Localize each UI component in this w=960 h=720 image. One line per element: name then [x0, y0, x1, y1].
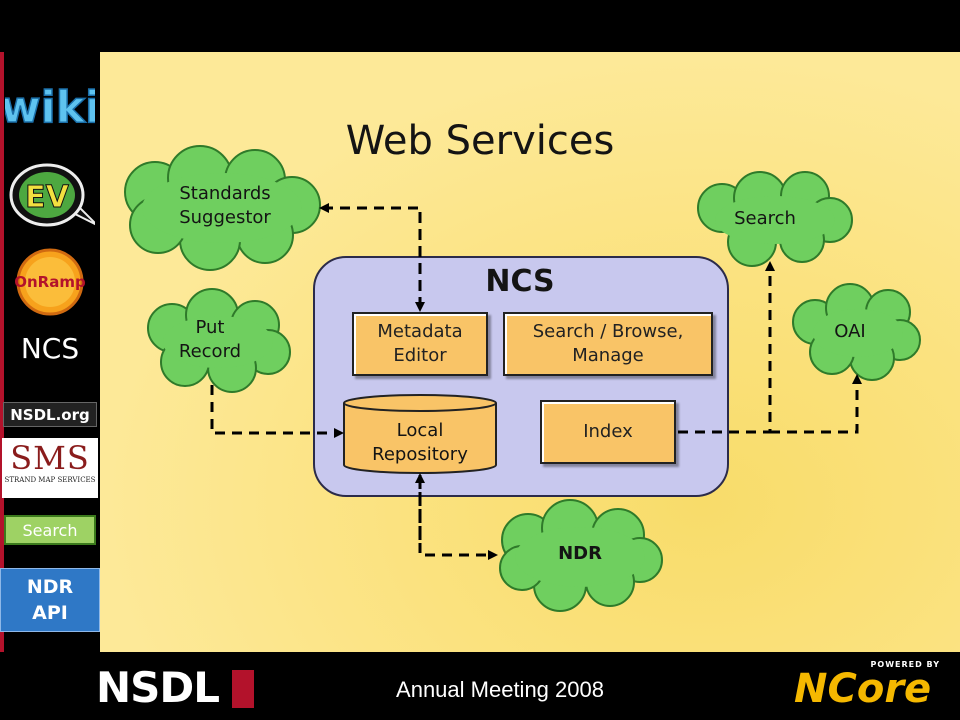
standards-label-line1: Standards — [179, 183, 271, 204]
sms-logo: SMS STRAND MAP SERVICES — [2, 438, 98, 498]
sidebar-item-nsdl-org[interactable]: NSDL.org — [0, 396, 100, 432]
nsdl-org-logo: NSDL.org — [3, 401, 97, 427]
nsdl-org-text: NSDL.org — [10, 405, 90, 424]
ncore-logo-text: NCore — [794, 666, 932, 712]
ev-logo: EV — [9, 163, 95, 227]
search-browse-line1: Search / Browse, — [532, 321, 684, 342]
sms-logo-text: SMS — [10, 439, 90, 477]
bottom-bar — [0, 652, 960, 720]
ncore-logo: POWERED BY NCore — [794, 660, 944, 716]
sidebar-item-onramp[interactable]: OnRamp — [0, 242, 100, 322]
nsdl-logo-red-block — [232, 670, 254, 708]
ncore-powered-by-text: POWERED BY — [870, 660, 940, 669]
local-repository-line2: Repository — [372, 444, 468, 465]
footer-text: Annual Meeting 2008 — [396, 677, 604, 702]
standards-label-line2: Suggestor — [179, 207, 271, 228]
wiki-logo-text: wiki — [5, 82, 95, 133]
nsdl-logo-text: NSDL — [96, 663, 220, 712]
nsdl-logo: NSDL — [96, 664, 266, 712]
metadata-editor-line2: Editor — [393, 345, 447, 366]
sidebar-red-strip — [0, 52, 4, 652]
ndr-cloud — [499, 499, 663, 612]
search-logo: Search — [4, 515, 96, 545]
put-record-cloud — [147, 288, 291, 393]
connector-index-oai — [770, 374, 862, 434]
sms-logo-subtext: STRAND MAP SERVICES — [4, 476, 96, 484]
put-record-label-line2: Record — [178, 341, 242, 362]
oai-cloud-label: OAI — [834, 321, 866, 342]
sidebar-item-search[interactable]: Search — [0, 510, 100, 550]
metadata-editor-line1: Metadata — [377, 321, 463, 342]
onramp-logo: OnRamp — [14, 248, 86, 316]
sidebar-item-ndr-api[interactable]: NDR API — [0, 568, 100, 632]
put-record-label: Put Record — [160, 316, 260, 364]
wiki-logo: wiki — [5, 81, 95, 134]
ndr-api-label: NDR API — [26, 576, 74, 624]
standards-suggestor-cloud — [124, 145, 321, 271]
sidebar-item-ev[interactable]: EV — [0, 152, 100, 238]
slide-title: Web Services — [345, 118, 615, 164]
local-repository-line1: Local — [396, 420, 444, 441]
ncs-container-label: NCS — [485, 264, 555, 299]
ev-logo-text: EV — [25, 180, 69, 215]
standards-suggestor-label: Standards Suggestor — [160, 182, 290, 230]
sidebar-item-ncs[interactable]: NCS — [0, 320, 100, 376]
search-cloud — [697, 171, 853, 267]
local-repository-cylinder — [343, 394, 497, 474]
ndr-cloud-label: NDR — [558, 543, 602, 564]
search-logo-text: Search — [22, 520, 78, 540]
connectors — [210, 203, 862, 560]
search-browse-line2: Manage — [572, 345, 644, 366]
sidebar-item-wiki[interactable]: wiki — [0, 62, 100, 146]
onramp-logo-text: OnRamp — [14, 273, 86, 291]
top-bar — [0, 0, 960, 52]
metadata-editor-box: Metadata Editor — [352, 312, 488, 376]
sidebar-ncs-label: NCS — [20, 331, 80, 365]
put-record-label-line1: Put — [195, 317, 225, 338]
oai-cloud — [792, 283, 921, 381]
sidebar-item-sms[interactable]: SMS STRAND MAP SERVICES — [0, 436, 100, 500]
search-browse-manage-box: Search / Browse, Manage — [503, 312, 713, 376]
local-repository-label: Local Repository — [344, 419, 496, 467]
index-box: Index — [540, 400, 676, 464]
search-cloud-label: Search — [734, 208, 796, 229]
sidebar: wiki EV OnRamp NCS NSDL.org SMS STRAND M… — [0, 52, 100, 652]
